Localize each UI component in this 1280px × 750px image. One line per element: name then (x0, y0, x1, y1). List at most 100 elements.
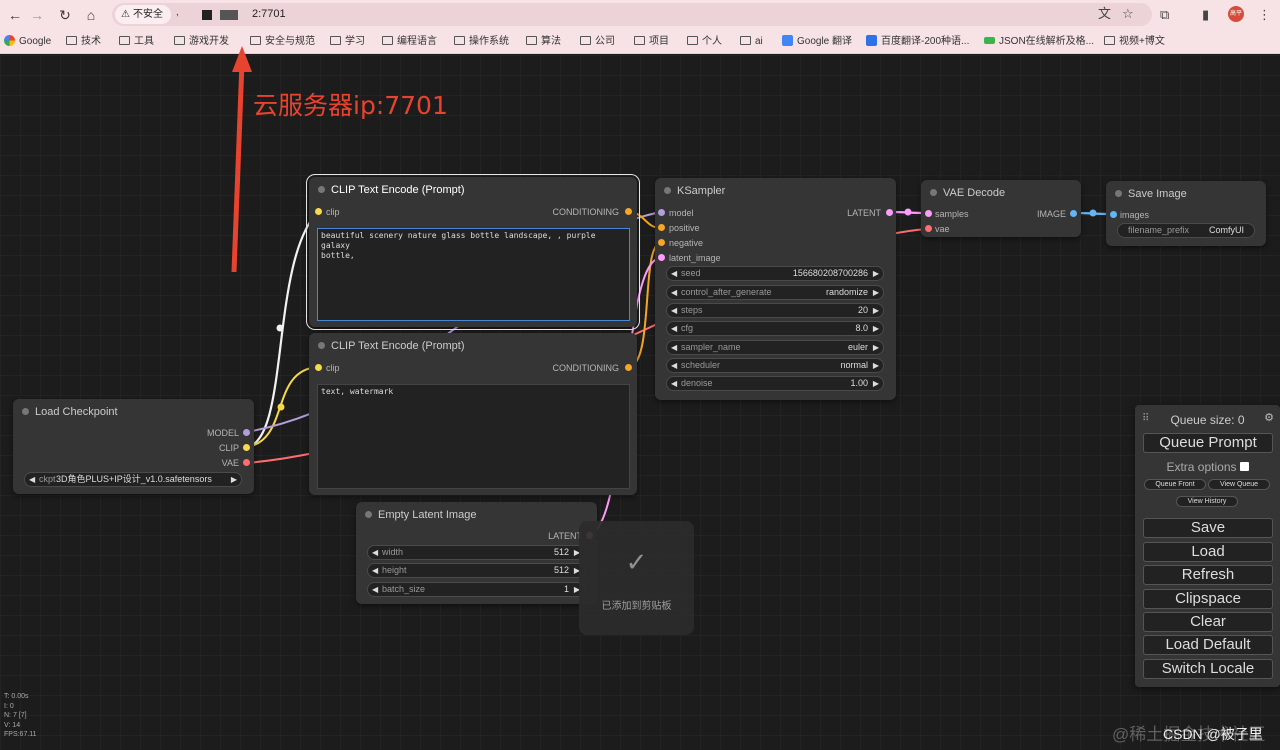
bookmark-folder[interactable]: 公司 (580, 35, 615, 49)
input-slot-clip[interactable] (315, 364, 322, 371)
bookmark-folder[interactable]: ai (740, 35, 763, 49)
node-vae-decode[interactable]: VAE Decode samples vae IMAGE (921, 180, 1081, 237)
gear-icon[interactable]: ⚙ (1264, 412, 1274, 424)
input-slot-negative[interactable] (658, 239, 665, 246)
extensions-icon[interactable]: ⧉ (1160, 7, 1170, 22)
output-slot-conditioning[interactable] (625, 364, 632, 371)
clear-button[interactable]: Clear (1143, 612, 1273, 632)
view-queue-button[interactable]: View Queue (1208, 479, 1270, 490)
queue-prompt-button[interactable]: Queue Prompt (1143, 433, 1273, 453)
bookmark-json[interactable]: JSON在线解析及格... (984, 35, 1094, 49)
translate-icon[interactable]: 文 (1098, 6, 1112, 21)
bookmark-google-translate[interactable]: Google 翻译 (782, 35, 852, 49)
bookmark-folder[interactable]: 游戏开发 (174, 35, 229, 49)
clipspace-button[interactable]: Clipspace (1143, 589, 1273, 609)
bookmark-folder[interactable]: 安全与规范 (250, 35, 315, 49)
bookmark-baidu-translate[interactable]: 百度翻译-200种语... (866, 35, 969, 49)
decrement-arrow-icon: ◀ (671, 324, 678, 333)
queue-front-button[interactable]: Queue Front (1144, 479, 1206, 490)
bookmark-folder[interactable]: 项目 (634, 35, 669, 49)
prompt-textarea[interactable]: beautiful scenery nature glass bottle la… (317, 228, 630, 321)
input-slot-images[interactable] (1110, 211, 1117, 218)
bookmark-folder[interactable]: 技术 (66, 35, 101, 49)
menu-kebab-icon[interactable]: ⋮ (1258, 7, 1271, 22)
security-chip[interactable]: ⚠不安全 (115, 5, 171, 24)
input-slot-samples[interactable] (925, 210, 932, 217)
node-clip-text-encode-negative[interactable]: CLIP Text Encode (Prompt) clip CONDITION… (309, 333, 637, 495)
save-button[interactable]: Save (1143, 518, 1273, 538)
load-button[interactable]: Load (1143, 542, 1273, 562)
input-slot-model[interactable] (658, 209, 665, 216)
increment-arrow-icon: ▶ (872, 361, 879, 370)
increment-arrow-icon: ▶ (573, 585, 580, 594)
address-bar[interactable]: ⚠不安全 , 2:7701 文 ☆ (112, 3, 1152, 26)
bookmark-star-icon[interactable]: ☆ (1122, 6, 1134, 21)
watermark-csdn: CSDN @被子里 (1163, 726, 1263, 742)
bookmark-folder[interactable]: 算法 (526, 35, 561, 49)
negative-prompt-textarea[interactable]: text, watermark (317, 384, 630, 489)
bookmark-folder[interactable]: 操作系统 (454, 35, 509, 49)
node-title[interactable]: CLIP Text Encode (Prompt) (309, 177, 637, 203)
output-slot-model[interactable] (243, 429, 250, 436)
extra-options-checkbox[interactable] (1239, 462, 1249, 471)
slot-label-latent-image: latent_image (669, 253, 721, 263)
output-slot-vae[interactable] (243, 459, 250, 466)
node-title[interactable]: Load Checkpoint (13, 399, 254, 425)
reload-icon[interactable]: ↻ (59, 7, 71, 23)
profile-avatar[interactable]: 高平 (1228, 6, 1244, 22)
input-slot-latent-image[interactable] (658, 254, 665, 261)
node-title[interactable]: KSampler (655, 178, 896, 204)
bookmark-folder[interactable]: 学习 (330, 35, 365, 49)
home-icon[interactable]: ⌂ (86, 7, 96, 23)
node-title[interactable]: Save Image (1106, 181, 1266, 207)
bookmark-folder[interactable]: 视频+博文 (1104, 35, 1165, 49)
folder-icon (454, 36, 465, 45)
comfy-menu: ⠿ Queue size: 0 ⚙ Queue Prompt Extra opt… (1135, 405, 1280, 687)
folder-icon (250, 36, 261, 45)
bookmark-google[interactable]: Google (4, 35, 51, 49)
url-redaction (202, 10, 212, 20)
input-slot-positive[interactable] (658, 224, 665, 231)
bookmark-folder[interactable]: 工具 (119, 35, 154, 49)
sidepanel-icon[interactable]: ▮ (1202, 7, 1210, 22)
load-default-button[interactable]: Load Default (1143, 635, 1273, 655)
drag-handle-icon[interactable]: ⠿ (1142, 413, 1150, 424)
queue-size: Queue size: 0 (1170, 413, 1245, 427)
input-slot-clip[interactable] (315, 208, 322, 215)
forward-icon[interactable]: → (30, 7, 44, 23)
output-slot-conditioning[interactable] (625, 208, 632, 215)
output-slot-clip[interactable] (243, 444, 250, 451)
node-clip-text-encode-positive[interactable]: CLIP Text Encode (Prompt) clip CONDITION… (306, 174, 640, 330)
view-history-button[interactable]: View History (1176, 496, 1238, 507)
bookmark-folder[interactable]: 个人 (687, 35, 722, 49)
output-slot-image[interactable] (1070, 210, 1077, 217)
browser-toolbar: ← → ↻ ⌂ ⚠不安全 , 2:7701 文 ☆ ⧉ ▮ 高平 ⋮ (0, 0, 1280, 30)
back-icon[interactable]: ← (8, 7, 22, 23)
output-slot-latent[interactable] (886, 209, 893, 216)
bookmark-folder[interactable]: 编程语言 (382, 35, 437, 49)
slot-label-image: IMAGE (1036, 209, 1066, 219)
node-title[interactable]: CLIP Text Encode (Prompt) (309, 333, 637, 359)
node-title[interactable]: VAE Decode (921, 180, 1081, 206)
node-title[interactable]: Empty Latent Image (356, 502, 597, 528)
link-clip-positive (246, 211, 319, 449)
refresh-button[interactable]: Refresh (1143, 565, 1273, 585)
node-ksampler[interactable]: KSampler model positive negative latent_… (655, 178, 896, 400)
switch-locale-button[interactable]: Switch Locale (1143, 659, 1273, 679)
input-slot-vae[interactable] (925, 225, 932, 232)
